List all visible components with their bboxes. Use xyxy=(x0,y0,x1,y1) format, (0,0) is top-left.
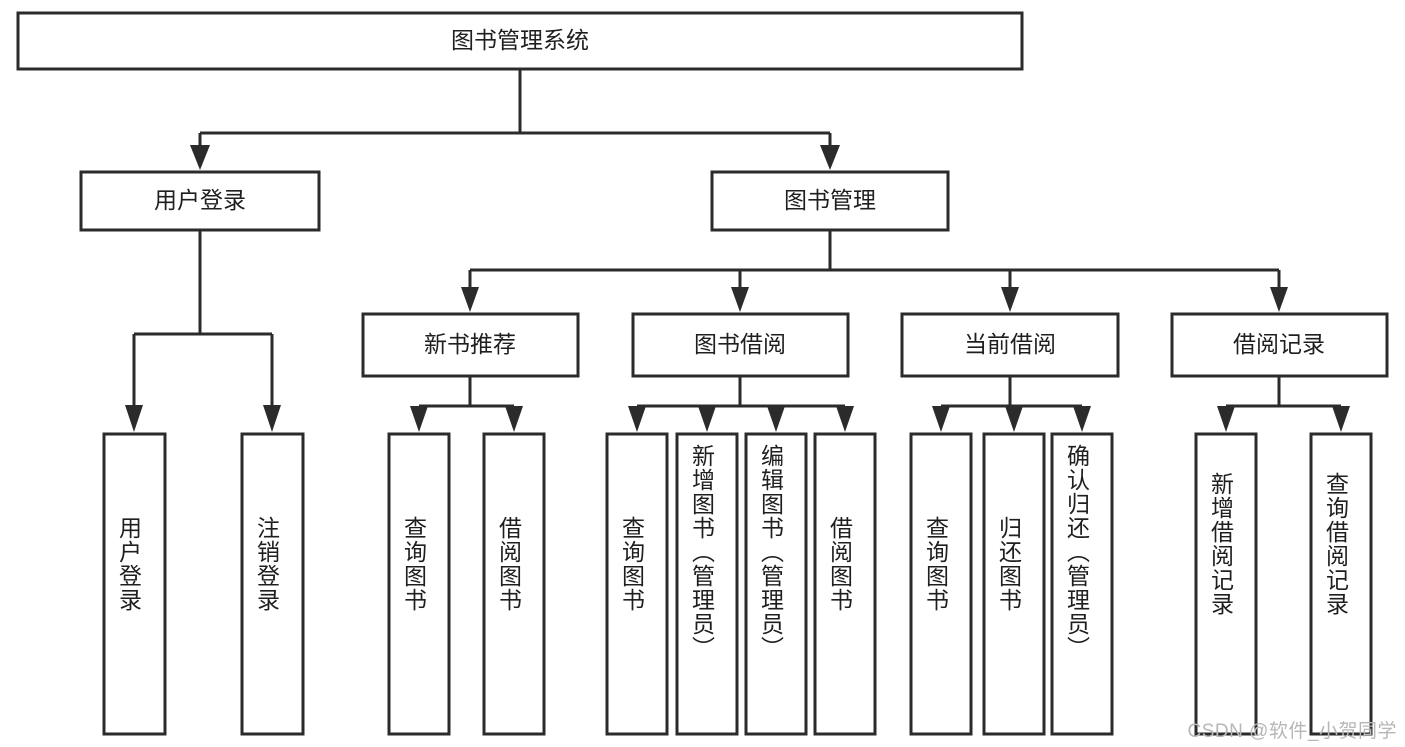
arrow-to-leaf-query-book-3 xyxy=(932,406,950,432)
node-book-borrow-rect[interactable] xyxy=(631,312,850,378)
node-current-borrow-label: 当前借阅 xyxy=(964,331,1056,357)
arrow-to-current-borrow xyxy=(1001,287,1019,312)
node-leaf-add-book-rect[interactable] xyxy=(675,432,739,736)
arrow-to-leaf-confirm-return xyxy=(1073,406,1091,432)
node-leaf-query-record-rect[interactable] xyxy=(1309,432,1373,736)
arrow-to-book-manage xyxy=(820,145,840,170)
arrow-to-book-borrow xyxy=(731,287,749,312)
node-book-manage-label: 图书管理 xyxy=(784,187,876,213)
node-current-borrow-rect[interactable] xyxy=(900,312,1120,378)
node-new-book-recommend-rect[interactable] xyxy=(361,312,580,378)
node-borrow-record-rect[interactable] xyxy=(1170,312,1389,378)
node-borrow-record[interactable]: 借阅记录 xyxy=(1170,312,1389,378)
node-user-login-label: 用户登录 xyxy=(154,187,246,213)
arrow-to-leaf-query-record xyxy=(1332,406,1350,432)
node-leaf-edit-book-rect[interactable] xyxy=(744,432,808,736)
node-user-login[interactable]: 用户登录 xyxy=(79,170,321,232)
node-book-manage[interactable]: 图书管理 xyxy=(710,170,950,232)
node-leaf-return-book-rect[interactable] xyxy=(982,432,1046,736)
arrow-to-leaf-borrow-book-1 xyxy=(505,406,523,432)
node-book-manage-rect[interactable] xyxy=(710,170,950,232)
arrow-to-leaf-add-record xyxy=(1217,406,1235,432)
connector-group-currentborrow-to-leaves xyxy=(932,376,1091,432)
arrow-to-leaf-logout xyxy=(263,405,281,432)
connector-group-borrowrecord-to-leaves xyxy=(1217,376,1350,432)
arrow-to-borrow-record xyxy=(1270,287,1288,312)
node-leaf-query-book-1-rect[interactable] xyxy=(387,432,451,736)
node-leaf-query-book-3-rect[interactable] xyxy=(909,432,973,736)
node-root-rect[interactable] xyxy=(16,11,1024,71)
node-leaf-user-login-rect[interactable] xyxy=(102,432,167,736)
arrow-to-user-login xyxy=(190,145,210,170)
arrow-to-leaf-edit-book xyxy=(767,406,785,432)
node-new-book-recommend[interactable]: 新书推荐 xyxy=(361,312,580,378)
arrow-to-leaf-add-book xyxy=(698,406,716,432)
node-root[interactable]: 图书管理系统 xyxy=(16,11,1024,71)
node-leaf-borrow-book-1-rect[interactable] xyxy=(482,432,546,736)
node-book-borrow-label: 图书借阅 xyxy=(694,331,786,357)
node-book-borrow[interactable]: 图书借阅 xyxy=(631,312,850,378)
node-leaf-query-book-2-rect[interactable] xyxy=(605,432,669,736)
connector-group-root-to-level2 xyxy=(190,69,840,170)
watermark-text: CSDN @软件_小贺同学 xyxy=(1187,721,1397,742)
arrow-to-leaf-user-login xyxy=(125,405,143,432)
node-leaf-confirm-return-rect[interactable] xyxy=(1050,432,1114,736)
arrow-to-leaf-borrow-book-2 xyxy=(836,406,854,432)
node-root-label: 图书管理系统 xyxy=(451,27,589,53)
node-current-borrow[interactable]: 当前借阅 xyxy=(900,312,1120,378)
arrow-to-leaf-query-book-1 xyxy=(410,406,428,432)
node-borrow-record-label: 借阅记录 xyxy=(1233,331,1325,357)
arrow-to-leaf-return-book xyxy=(1005,406,1023,432)
connector-group-bookmanage-to-level3 xyxy=(461,230,1288,312)
node-new-book-recommend-label: 新书推荐 xyxy=(424,331,516,357)
node-user-login-rect[interactable] xyxy=(79,170,321,232)
arrow-to-new-book-recommend xyxy=(461,287,479,312)
connector-group-bookborrow-to-leaves xyxy=(628,376,854,432)
connector-group-userlogin-to-leaves xyxy=(125,230,281,432)
connector-group-newbook-to-leaves xyxy=(410,376,523,432)
node-leaf-add-record-rect[interactable] xyxy=(1194,432,1258,736)
node-leaf-borrow-book-2-rect[interactable] xyxy=(813,432,877,736)
arrow-to-leaf-query-book-2 xyxy=(628,406,646,432)
node-leaf-logout-rect[interactable] xyxy=(240,432,305,736)
